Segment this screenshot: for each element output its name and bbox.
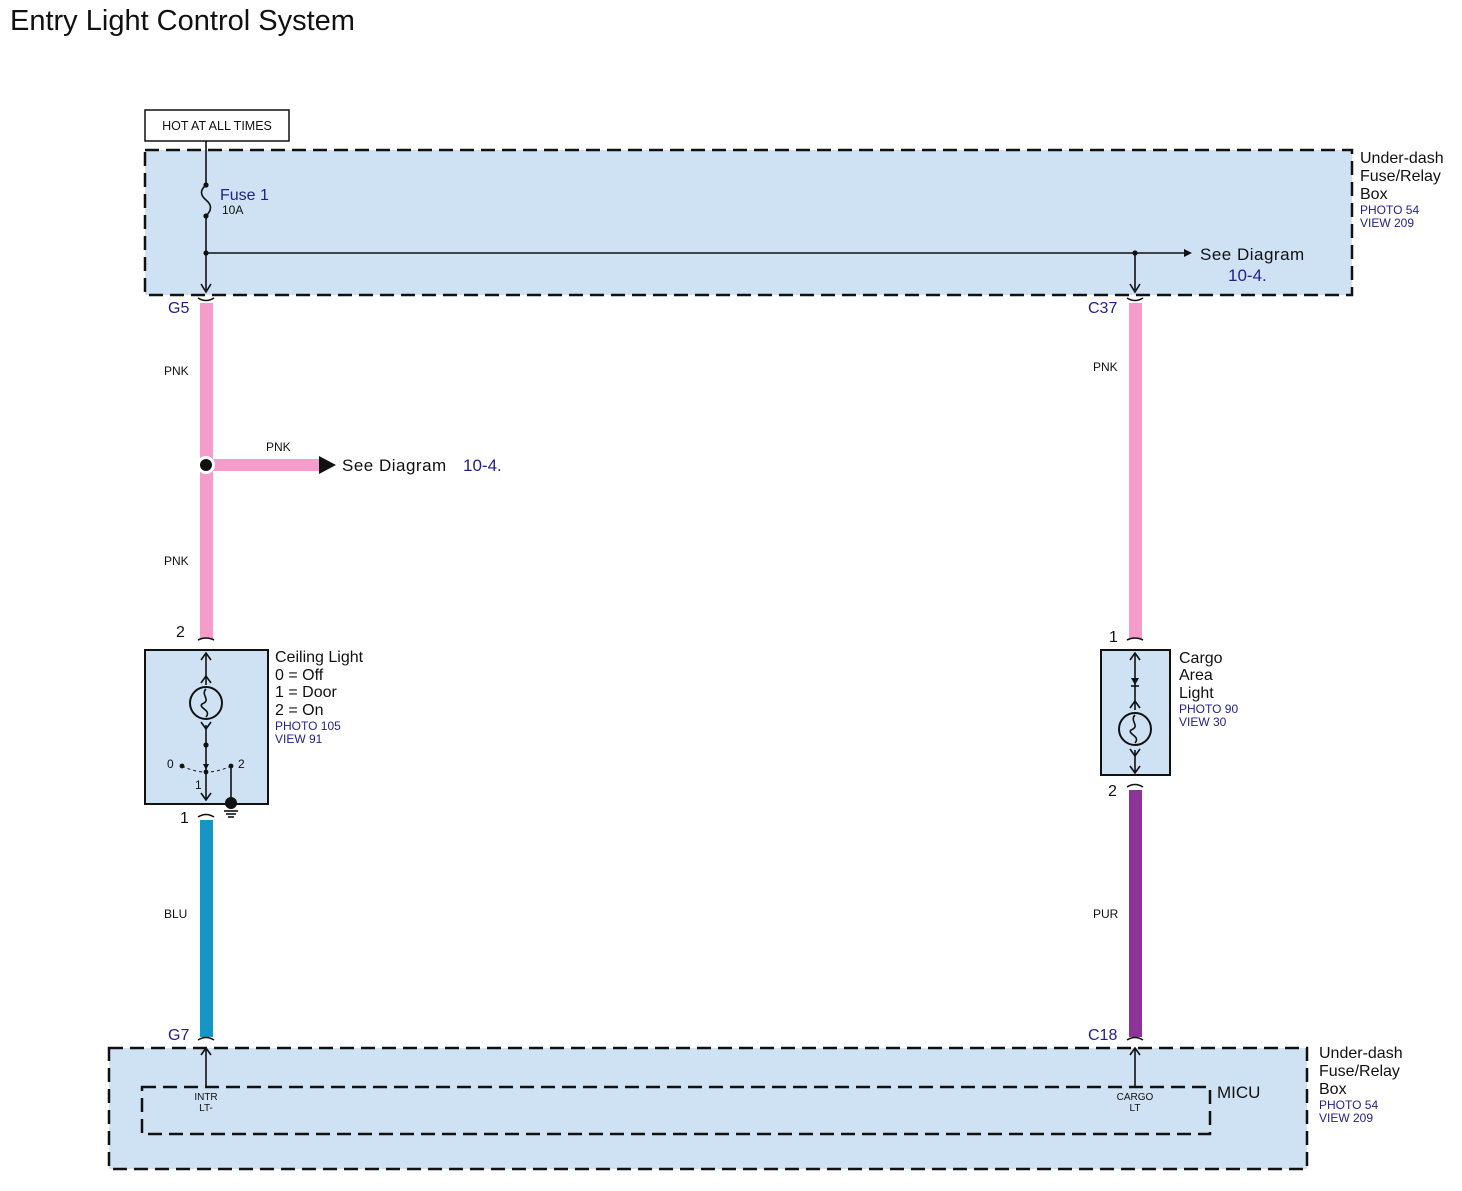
svg-text:G5: G5 (168, 300, 189, 317)
top-bus-line: See Diagram 10-4. (206, 245, 1305, 294)
wire-label: BLU (164, 907, 187, 921)
svg-text:C18: C18 (1088, 1027, 1117, 1044)
switch-icon: 0 1 2 (167, 757, 245, 800)
top-box-view-ref[interactable]: VIEW 209 (1360, 216, 1414, 230)
pin-number: 2 (176, 624, 185, 641)
arrow-up-icon (1129, 1046, 1141, 1056)
arrow-right-icon (1184, 249, 1192, 257)
bulb-icon (1118, 712, 1152, 746)
fuse-1: Fuse 1 10A (200, 141, 269, 294)
bottom-fuse-relay-box: INTR LT- CARGO LT MICU Under-dash Fuse/R… (107, 1045, 1403, 1171)
terminal-label: INTR (194, 1092, 217, 1103)
see-diagram-link[interactable]: 10-4. (463, 456, 502, 475)
cargo-light-photo-ref[interactable]: PHOTO 90 (1179, 702, 1238, 716)
micu-unit (140, 1085, 1212, 1136)
component-name: Ceiling Light (275, 649, 364, 666)
top-fuse-relay-box: Under-dash Fuse/Relay Box PHOTO 54 VIEW … (143, 148, 1444, 297)
fuse-name: Fuse 1 (220, 187, 269, 204)
svg-text:Under-dash: Under-dash (1319, 1045, 1403, 1062)
svg-text:Box: Box (1360, 186, 1388, 203)
arrow-down-icon (200, 283, 212, 294)
svg-text:Box: Box (1319, 1081, 1347, 1098)
arrow-down-icon (1129, 283, 1141, 294)
connector-c37: C37 (1088, 297, 1144, 317)
terminal-label: LT- (199, 1103, 213, 1114)
wire-label: PUR (1093, 907, 1119, 921)
connector-g5: G5 (168, 297, 215, 317)
wire-pnk-right (1129, 303, 1142, 639)
svg-text:2: 2 (238, 757, 245, 771)
cargo-area-light: 1 2 Cargo Area Light PHOTO 90 VIEW 30 (1100, 629, 1238, 800)
page-title: Entry Light Control System (10, 5, 355, 37)
see-diagram-text: See Diagram (1200, 245, 1305, 264)
ground-icon (224, 797, 238, 818)
svg-text:1 = Door: 1 = Door (275, 684, 337, 701)
svg-text:Cargo: Cargo (1179, 650, 1223, 667)
bottom-box-view-ref[interactable]: VIEW 209 (1319, 1111, 1373, 1125)
arrow-right-icon (319, 456, 336, 474)
see-diagram-text: See Diagram (342, 456, 447, 475)
pin-number: 2 (1108, 783, 1117, 800)
micu-label: MICU (1217, 1083, 1260, 1102)
fuse-rating: 10A (222, 203, 243, 217)
ceiling-light-view-ref[interactable]: VIEW 91 (275, 732, 323, 746)
wire-label: PNK (1093, 360, 1118, 374)
svg-text:2 = On: 2 = On (275, 702, 323, 719)
connector-c18: C18 (1088, 1027, 1144, 1044)
terminal-label: LT (1130, 1103, 1141, 1114)
pin-number: 1 (1109, 629, 1118, 646)
svg-text:Light: Light (1179, 685, 1214, 702)
wire-label: PNK (266, 440, 291, 454)
bulb-icon (189, 686, 223, 720)
wire-blu-left (200, 820, 213, 1037)
svg-text:Under-dash: Under-dash (1360, 150, 1444, 167)
ceiling-light: 2 0 1 2 1 Ceili (144, 624, 364, 827)
ceiling-light-photo-ref[interactable]: PHOTO 105 (275, 719, 341, 733)
svg-text:0 = Off: 0 = Off (275, 667, 324, 684)
svg-text:Fuse/Relay: Fuse/Relay (1360, 168, 1441, 185)
cargo-light-view-ref[interactable]: VIEW 30 (1179, 715, 1227, 729)
svg-text:HOT AT ALL TIMES: HOT AT ALL TIMES (162, 119, 272, 133)
diode-icon (1131, 678, 1139, 685)
svg-text:Area: Area (1179, 667, 1213, 684)
splice-point (200, 459, 212, 471)
terminal-label: CARGO (1117, 1092, 1154, 1103)
pin-number: 1 (180, 810, 189, 827)
svg-text:G7: G7 (168, 1027, 189, 1044)
wire-label: PNK (164, 554, 189, 568)
fuse-icon (200, 184, 212, 217)
wire-pur-right (1129, 790, 1142, 1037)
svg-text:1: 1 (195, 778, 202, 792)
svg-text:Fuse/Relay: Fuse/Relay (1319, 1063, 1400, 1080)
connector-g7: G7 (168, 1027, 215, 1044)
bottom-box-photo-ref[interactable]: PHOTO 54 (1319, 1098, 1378, 1112)
top-box-photo-ref[interactable]: PHOTO 54 (1360, 203, 1419, 217)
wire-label: PNK (164, 364, 189, 378)
arrow-up-icon (200, 1046, 212, 1056)
see-diagram-link[interactable]: 10-4. (1228, 266, 1267, 285)
power-source-label: HOT AT ALL TIMES (144, 109, 290, 142)
wire-pnk-branch (213, 459, 321, 471)
svg-text:0: 0 (167, 757, 174, 771)
svg-text:C37: C37 (1088, 300, 1117, 317)
